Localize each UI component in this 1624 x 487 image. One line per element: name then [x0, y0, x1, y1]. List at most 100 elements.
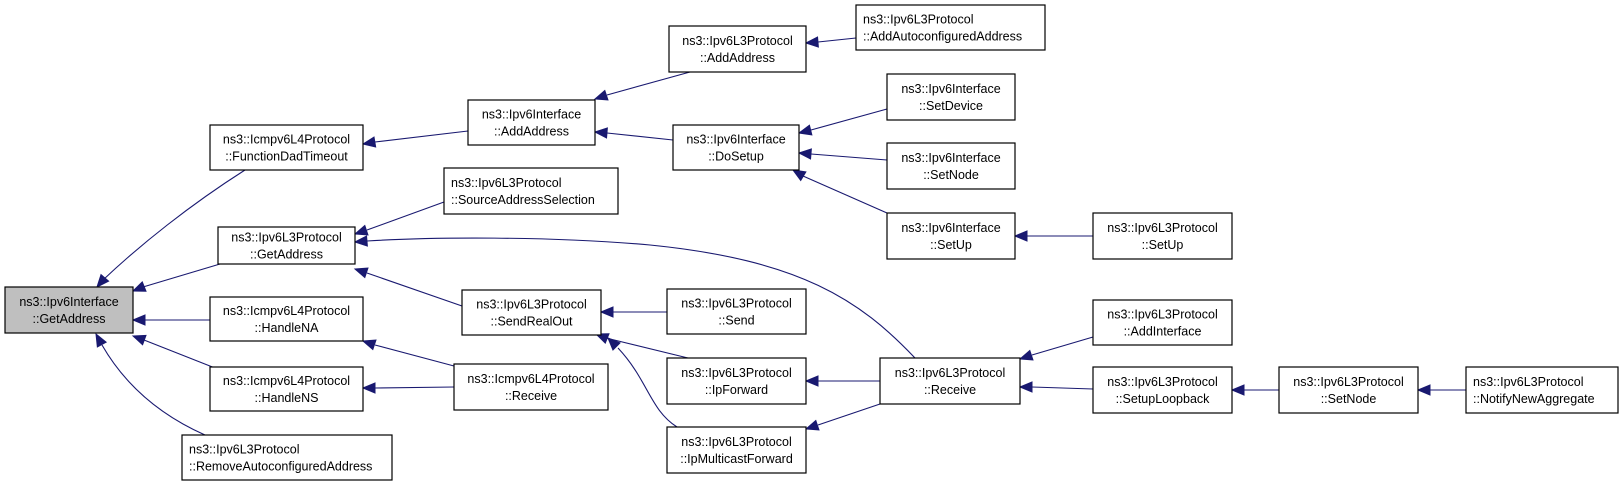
graph-node[interactable]: ns3::Ipv6L3Protocol::SetUp	[1092, 212, 1233, 260]
node-method-label: ::Receive	[505, 389, 557, 403]
edges-layer	[95, 36, 1466, 436]
graph-node[interactable]: ns3::Ipv6L3Protocol::AddInterface	[1092, 299, 1233, 346]
graph-node[interactable]: ns3::Ipv6L3Protocol::AddAutoconfiguredAd…	[855, 4, 1046, 51]
edge-line	[374, 344, 455, 367]
node-box[interactable]	[886, 73, 1016, 121]
node-box[interactable]	[209, 124, 364, 171]
node-class-label: ns3::Ipv6L3Protocol	[1107, 221, 1218, 235]
graph-node[interactable]: ns3::Ipv6Interface::SetDevice	[886, 73, 1016, 121]
edge-line	[810, 153, 888, 161]
node-box[interactable]	[668, 25, 807, 73]
node-box[interactable]	[672, 124, 800, 171]
node-method-label: ::SetUp	[930, 238, 972, 252]
graph-node[interactable]: ns3::Icmpv6L4Protocol::HandleNS	[209, 366, 364, 412]
edge-n14-to-n8	[607, 337, 678, 428]
graph-node[interactable]: ns3::Ipv6L3Protocol::NotifyNewAggregate	[1465, 366, 1619, 414]
edge-n13-to-n8	[594, 333, 689, 359]
edge-line	[817, 37, 857, 43]
node-box[interactable]	[467, 99, 596, 146]
node-box[interactable]	[879, 357, 1021, 405]
node-class-label: ns3::Icmpv6L4Protocol	[223, 304, 350, 318]
node-class-label: ns3::Ipv6Interface	[19, 295, 118, 309]
arrowhead-icon	[1018, 349, 1034, 361]
node-method-label: ::NotifyNewAggregate	[1473, 392, 1595, 406]
graph-node[interactable]: ns3::Ipv6Interface::SetUp	[886, 212, 1016, 260]
edge-line	[617, 347, 678, 428]
arrowhead-icon	[797, 124, 813, 136]
node-box[interactable]	[666, 426, 807, 474]
graph-node[interactable]: ns3::Icmpv6L4Protocol::HandleNA	[209, 296, 364, 342]
graph-node[interactable]: ns3::Ipv6L3Protocol::IpMulticastForward	[666, 426, 807, 474]
graph-node[interactable]: ns3::Ipv6L3Protocol::GetAddress	[217, 226, 356, 265]
node-box[interactable]	[666, 288, 807, 335]
node-box[interactable]	[886, 142, 1016, 190]
graph-node[interactable]: ns3::Ipv6L3Protocol::SendRealOut	[461, 289, 602, 336]
node-class-label: ns3::Ipv6L3Protocol	[895, 366, 1006, 380]
node-box[interactable]	[209, 366, 364, 412]
node-box[interactable]	[1092, 366, 1233, 414]
node-method-label: ::RemoveAutoconfiguredAddress	[189, 460, 372, 474]
edge-n7-to-n2	[353, 201, 445, 236]
edge-n6-to-n1	[361, 130, 469, 148]
graph-node[interactable]: ns3::Ipv6L3Protocol::SourceAddressSelect…	[443, 167, 619, 215]
graph-node[interactable]: ns3::Ipv6Interface::DoSetup	[672, 124, 800, 171]
node-method-label: ::GetAddress	[250, 248, 323, 262]
arrowhead-icon	[353, 235, 368, 247]
graph-node[interactable]: ns3::Ipv6Interface::AddAddress	[467, 99, 596, 146]
graph-node[interactable]: ns3::Ipv6Interface::SetNode	[886, 142, 1016, 190]
node-box[interactable]	[855, 4, 1046, 51]
node-method-label: ::SourceAddressSelection	[451, 193, 595, 207]
graph-node[interactable]: ns3::Ipv6L3Protocol::AddAddress	[668, 25, 807, 73]
node-method-label: ::SetUp	[1142, 238, 1184, 252]
arrowhead-icon	[361, 136, 377, 148]
arrowhead-icon	[96, 273, 110, 288]
graph-node[interactable]: ns3::Ipv6L3Protocol::SetupLoopback	[1092, 366, 1233, 414]
node-method-label: ::SetNode	[923, 168, 979, 182]
node-class-label: ns3::Ipv6L3Protocol	[681, 435, 792, 449]
arrowhead-icon	[607, 337, 621, 351]
arrowhead-icon	[804, 36, 819, 48]
graph-node[interactable]: ns3::Icmpv6L4Protocol::Receive	[453, 363, 609, 411]
graph-node[interactable]: ns3::Ipv6L3Protocol::RemoveAutoconfigure…	[181, 434, 393, 481]
edge-n17-to-n11	[797, 148, 888, 161]
edge-line	[810, 108, 888, 131]
edge-n5-to-n0	[95, 332, 206, 436]
graph-node[interactable]: ns3::Ipv6L3Protocol::SetNode	[1278, 366, 1419, 414]
node-box[interactable]	[1092, 299, 1233, 346]
node-class-label: ns3::Ipv6L3Protocol	[231, 231, 342, 245]
graph-node[interactable]: ns3::Icmpv6L4Protocol::FunctionDadTimeou…	[209, 124, 364, 171]
node-box[interactable]	[181, 434, 393, 481]
node-box[interactable]	[4, 286, 134, 334]
graph-node[interactable]: ns3::Ipv6L3Protocol::Send	[666, 288, 807, 335]
edge-n22-to-n19	[1018, 381, 1094, 393]
graph-node[interactable]: ns3::Ipv6L3Protocol::IpForward	[666, 357, 807, 405]
edge-line	[1031, 386, 1094, 390]
node-class-label: ns3::Ipv6L3Protocol	[682, 34, 793, 48]
node-method-label: ::SendRealOut	[491, 315, 574, 329]
edge-n19-to-n14	[804, 403, 881, 431]
node-box[interactable]	[1092, 212, 1233, 260]
node-box[interactable]	[209, 296, 364, 342]
node-class-label: ns3::Icmpv6L4Protocol	[467, 372, 594, 386]
arrowhead-icon	[804, 419, 820, 431]
node-box[interactable]	[217, 226, 356, 265]
node-method-label: ::IpMulticastForward	[680, 452, 793, 466]
node-box[interactable]	[443, 167, 619, 215]
node-class-label: ns3::Ipv6L3Protocol	[451, 176, 562, 190]
edge-n19-to-n13	[804, 375, 880, 387]
node-box[interactable]	[1278, 366, 1419, 414]
node-box[interactable]	[453, 363, 609, 411]
node-method-label: ::Receive	[924, 383, 976, 397]
arrowhead-icon	[594, 333, 610, 344]
node-method-label: ::GetAddress	[33, 312, 106, 326]
node-box[interactable]	[666, 357, 807, 405]
root-node[interactable]: ns3::Ipv6Interface::GetAddress	[4, 286, 134, 334]
node-box[interactable]	[886, 212, 1016, 260]
node-box[interactable]	[461, 289, 602, 336]
graph-node[interactable]: ns3::Ipv6L3Protocol::Receive	[879, 357, 1021, 405]
arrowhead-icon	[804, 375, 819, 387]
arrowhead-icon	[1013, 230, 1028, 242]
node-box[interactable]	[1465, 366, 1619, 414]
edge-n24-to-n23	[1416, 384, 1466, 396]
edge-n9-to-n3	[361, 339, 455, 367]
